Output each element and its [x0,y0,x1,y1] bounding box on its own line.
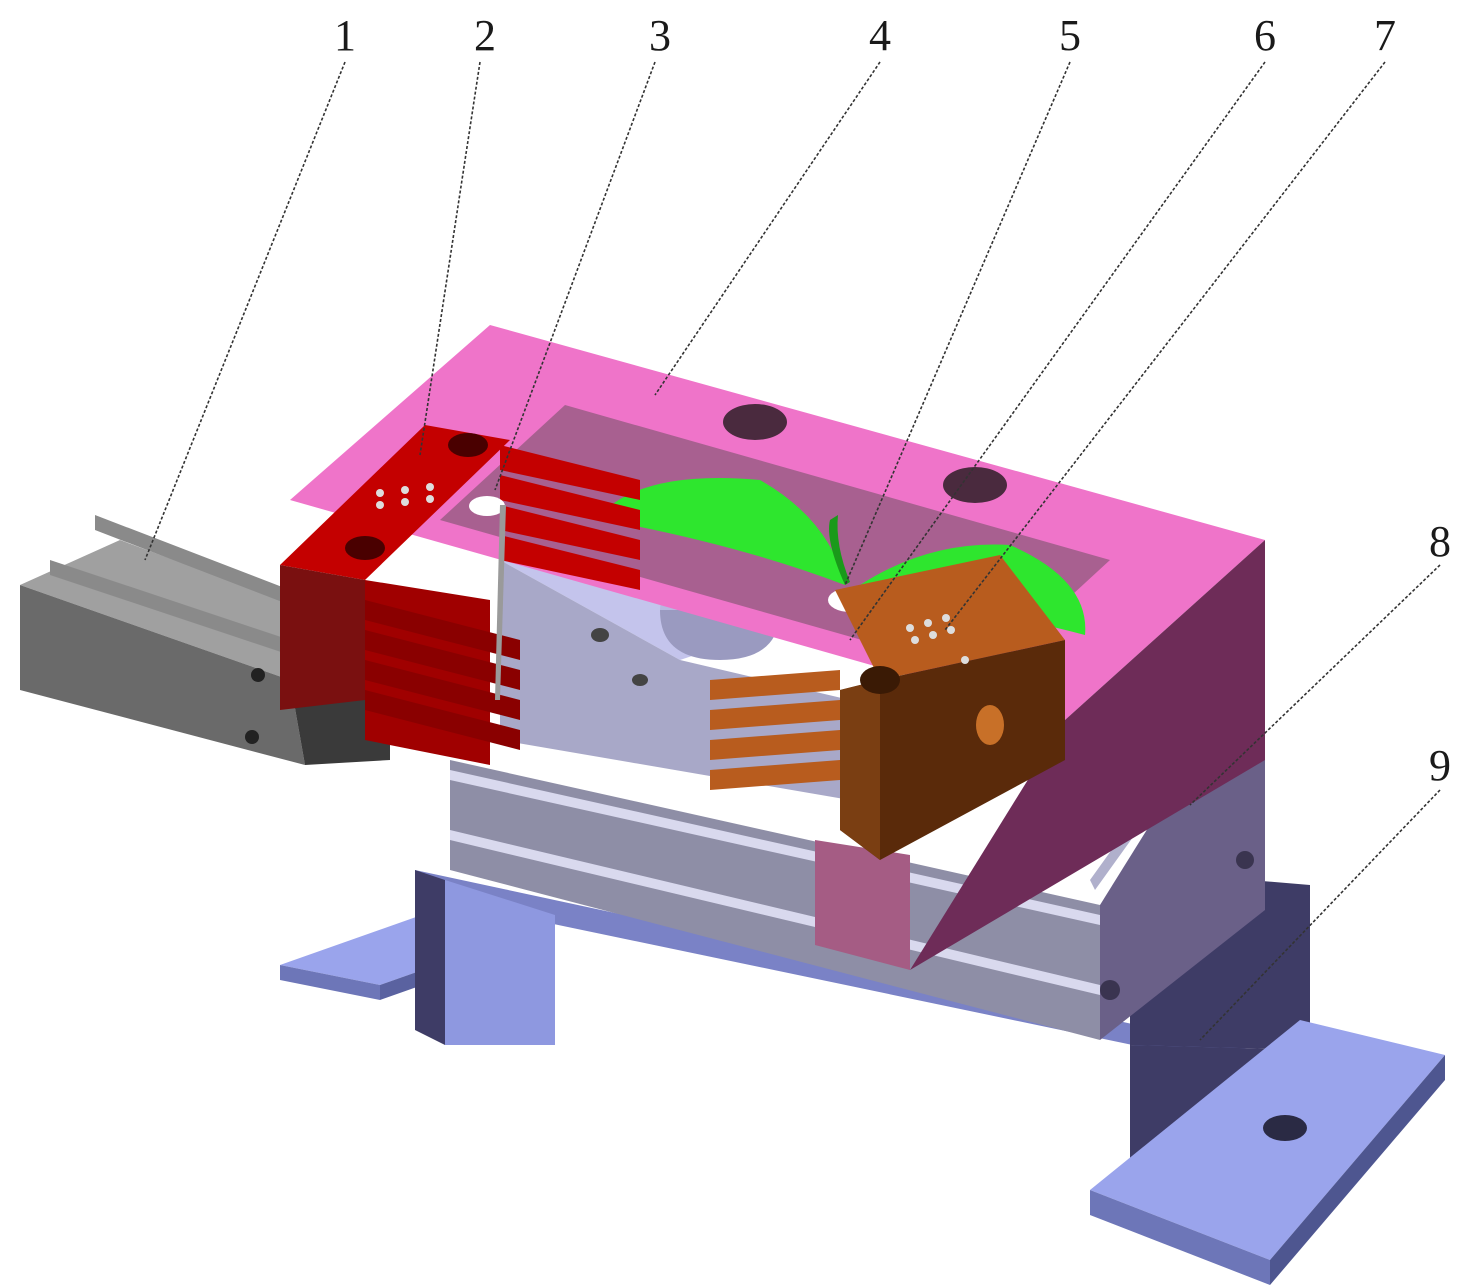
callout-1: 1 [334,11,356,60]
callout-2: 2 [474,11,496,60]
callout-labels: 1 2 3 4 5 6 7 8 9 [334,11,1451,790]
callout-6: 6 [1254,11,1276,60]
red-gripper [280,425,640,765]
callout-4: 4 [869,11,891,60]
callout-9: 9 [1429,741,1451,790]
callout-7: 7 [1374,11,1396,60]
callout-5: 5 [1059,11,1081,60]
orange-gripper [710,555,1065,860]
callout-8: 8 [1429,517,1451,566]
callout-3: 3 [649,11,671,60]
leader-lines [144,61,1441,1041]
